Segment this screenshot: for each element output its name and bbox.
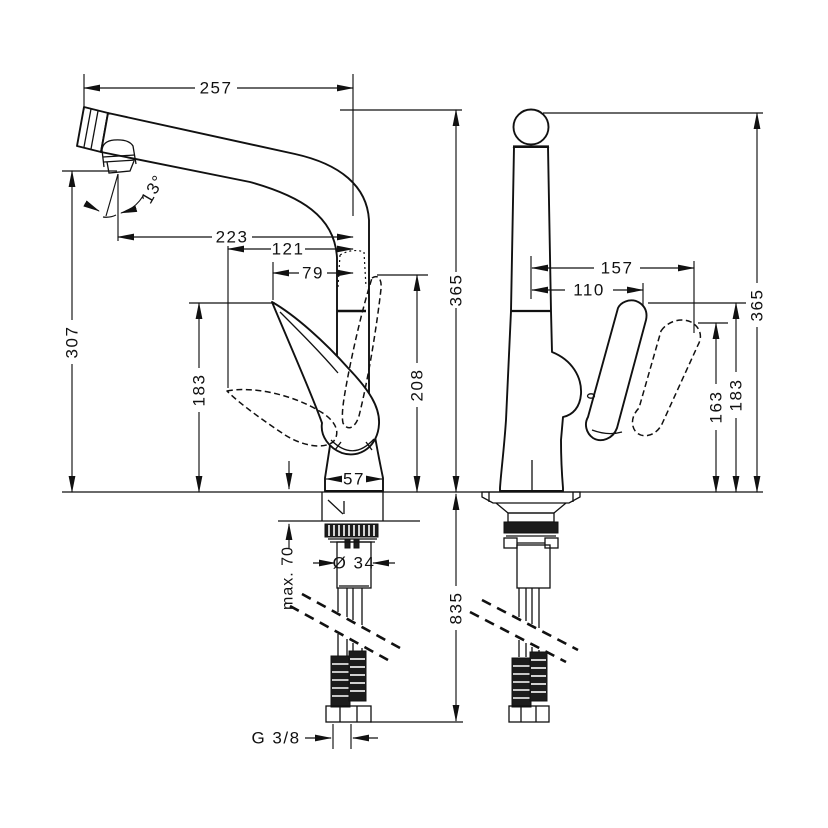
dim-folded-handle-label: 121 xyxy=(272,240,305,259)
dim-spout-reach: 257 xyxy=(83,74,354,216)
dim-open-handle-height-label: 163 xyxy=(707,391,726,424)
dim-height-side: 365 xyxy=(340,109,466,493)
front-faucet xyxy=(469,108,702,723)
dim-handle-height-front: 183 xyxy=(648,302,746,493)
dim-handle-reach-label: 110 xyxy=(573,281,605,300)
dim-spout-angle: 13° xyxy=(83,171,169,218)
break-line xyxy=(289,604,389,662)
dim-outlet-height: 307 xyxy=(62,170,117,493)
dim-raised-handle-height: 208 xyxy=(377,274,428,493)
dim-thread: G 3/8 xyxy=(251,724,378,749)
body-front xyxy=(499,146,582,492)
break-line xyxy=(301,592,401,650)
supply-hoses-front xyxy=(518,588,540,657)
dim-hose-length: 835 xyxy=(370,493,466,723)
dim-open-handle-reach-label: 157 xyxy=(601,259,634,278)
thread-nut xyxy=(325,705,372,723)
dim-open-handle-reach: 157 xyxy=(530,256,695,333)
dim-handle-height-side-label: 183 xyxy=(190,374,209,407)
aerator xyxy=(101,139,137,174)
dim-handle-to-axis-label: 79 xyxy=(302,264,324,283)
dim-tip-to-axis-label: 223 xyxy=(216,228,249,247)
handle-lowered-dashed xyxy=(226,388,338,447)
dim-shank-diameter-label: Ø 34 xyxy=(333,554,376,573)
dim-hose-length-label: 835 xyxy=(447,592,466,625)
dim-tip-to-axis: 223 xyxy=(117,174,354,247)
supply-hoses xyxy=(337,588,363,657)
in-counter-body xyxy=(321,492,384,522)
hose-connectors-front xyxy=(508,651,550,723)
side-faucet xyxy=(76,106,420,723)
shank-front xyxy=(516,544,551,589)
dim-shank-diameter: Ø 34 xyxy=(313,554,395,573)
handle-front xyxy=(585,299,648,442)
dim-handle-height-side: 183 xyxy=(189,302,275,493)
dim-base-width: 57 xyxy=(325,470,383,489)
shank xyxy=(336,541,372,589)
dim-open-handle-height: 163 xyxy=(698,322,728,493)
base-flange xyxy=(481,491,581,549)
dim-max-mounting: max. 70 xyxy=(280,461,297,610)
dim-spout-angle-label: 13° xyxy=(137,171,169,207)
hose-connectors xyxy=(325,650,372,723)
handle-side xyxy=(271,301,380,456)
mounting-nut xyxy=(324,523,379,549)
dim-handle-height-front-label: 183 xyxy=(727,379,746,412)
side-view: 257 13° 223 121 79 xyxy=(62,74,466,749)
break-line xyxy=(481,598,579,652)
front-view: 157 110 163 183 365 xyxy=(469,108,767,723)
break-line xyxy=(469,610,567,664)
dim-handle-reach: 110 xyxy=(531,281,644,307)
dim-spout-reach-label: 257 xyxy=(200,79,233,98)
handle-front-dashed xyxy=(631,319,702,437)
spout-and-body xyxy=(100,112,384,492)
dim-base-width-label: 57 xyxy=(343,470,365,489)
dim-height-front-label: 365 xyxy=(748,289,767,322)
dim-folded-handle-to-axis: 121 xyxy=(227,240,354,388)
dim-handle-to-axis: 79 xyxy=(272,262,354,300)
dim-raised-handle-height-label: 208 xyxy=(408,369,427,402)
dim-thread-label: G 3/8 xyxy=(251,729,300,748)
dim-height-front: 365 xyxy=(543,112,767,493)
dim-outlet-height-label: 307 xyxy=(63,326,82,359)
dim-height-side-label: 365 xyxy=(447,274,466,307)
dim-max-mounting-label: max. 70 xyxy=(280,546,297,610)
spout-cap-front xyxy=(512,108,550,146)
